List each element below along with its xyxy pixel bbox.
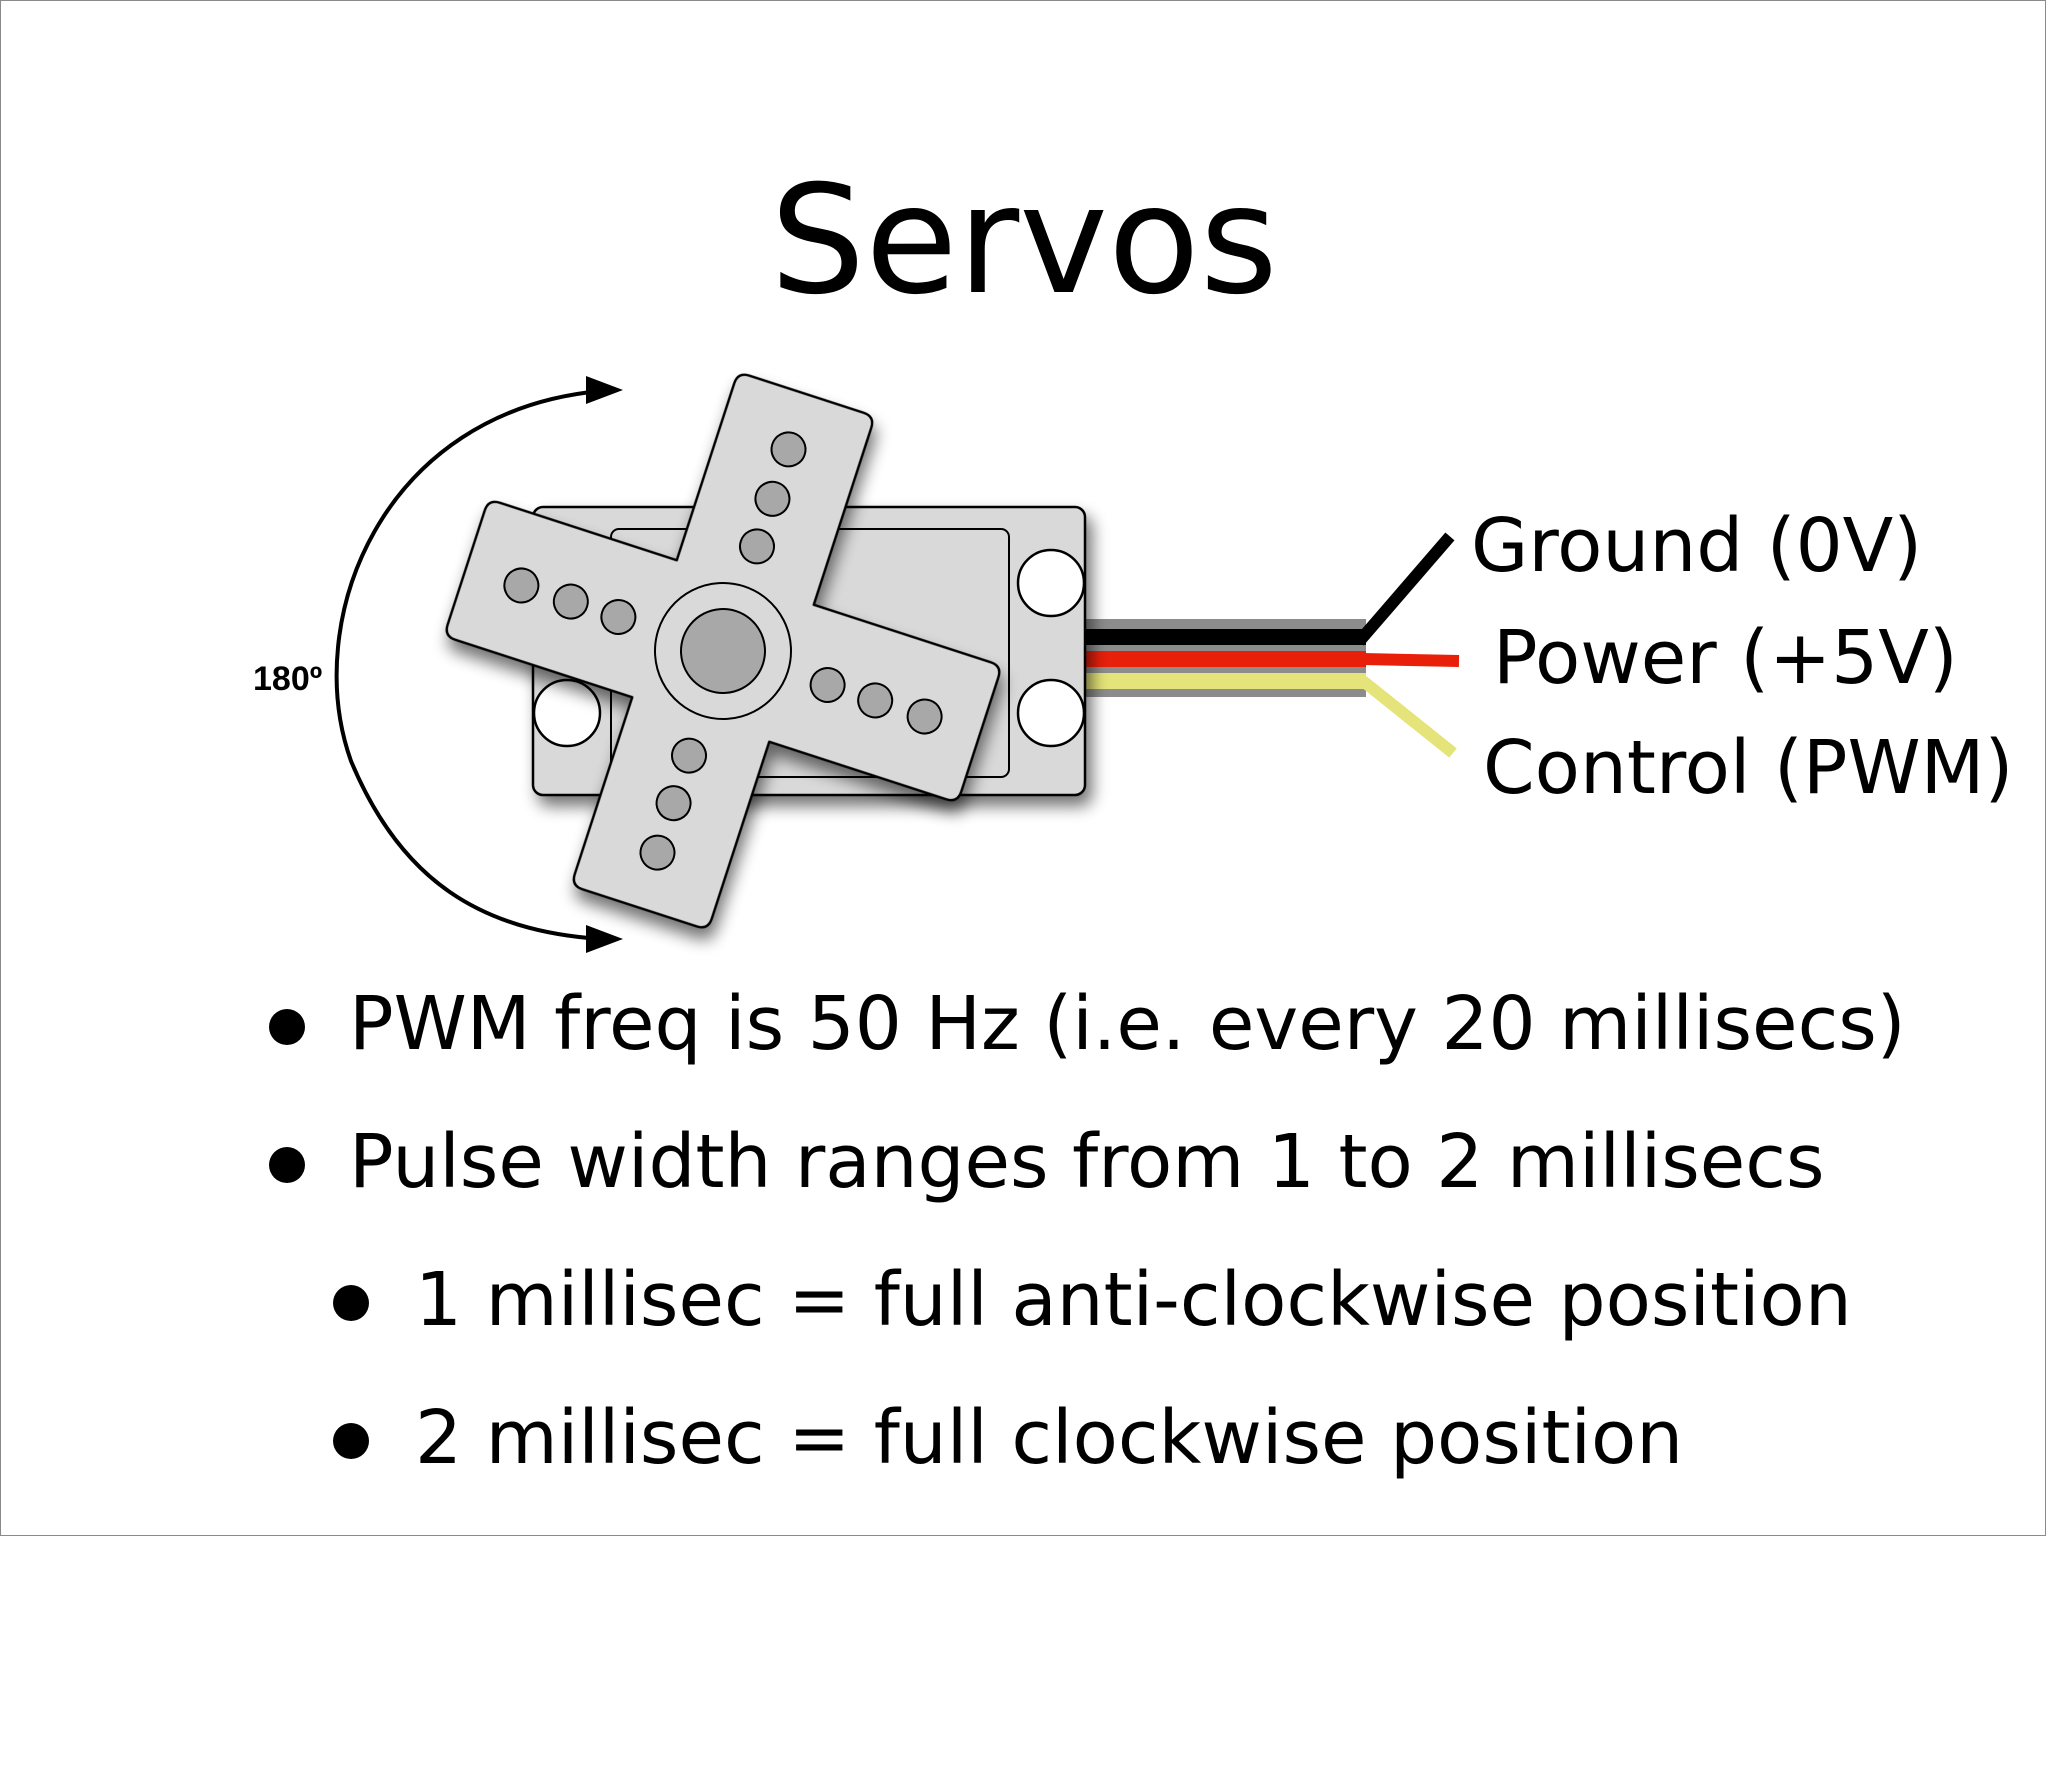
bullet-item: PWM freq is 50 Hz (i.e. every 20 millise… — [349, 981, 1906, 1067]
servo-wires — [1081, 532, 1460, 758]
bullet-dot-icon — [269, 1009, 305, 1045]
bullet-subitem: 1 millisec = full anti-clockwise positio… — [415, 1257, 1852, 1343]
slide-title: Servos — [770, 154, 1278, 328]
ground-label: Ground (0V) — [1471, 503, 1923, 589]
ground-wire-lead — [1354, 532, 1455, 646]
mount-hole — [1016, 678, 1086, 748]
servo-horn — [445, 373, 1001, 929]
bullet-dot-icon — [333, 1423, 369, 1459]
slide: Servos — [0, 0, 2046, 1536]
power-wire-lead — [1362, 653, 1460, 667]
servo-diagram — [334, 373, 1460, 953]
ground-wire — [1081, 629, 1366, 645]
power-wire — [1081, 651, 1366, 667]
mount-hole — [1016, 548, 1086, 618]
rotation-arc — [334, 376, 623, 953]
bullet-dot-icon — [269, 1147, 305, 1183]
bullet-item: Pulse width ranges from 1 to 2 millisecs — [349, 1119, 1825, 1205]
mount-hole — [532, 678, 602, 748]
bullet-subitem: 2 millisec = full clockwise position — [415, 1395, 1684, 1481]
control-label: Control (PWM) — [1483, 725, 2014, 811]
control-wire — [1081, 673, 1366, 689]
horn-hub — [680, 608, 766, 694]
arrow-top-icon — [586, 376, 623, 404]
power-label: Power (+5V) — [1493, 615, 1958, 701]
rotation-angle-label: 180º — [253, 660, 323, 698]
arrow-bottom-icon — [586, 925, 623, 953]
control-wire-lead — [1359, 676, 1457, 758]
bullet-dot-icon — [333, 1285, 369, 1321]
